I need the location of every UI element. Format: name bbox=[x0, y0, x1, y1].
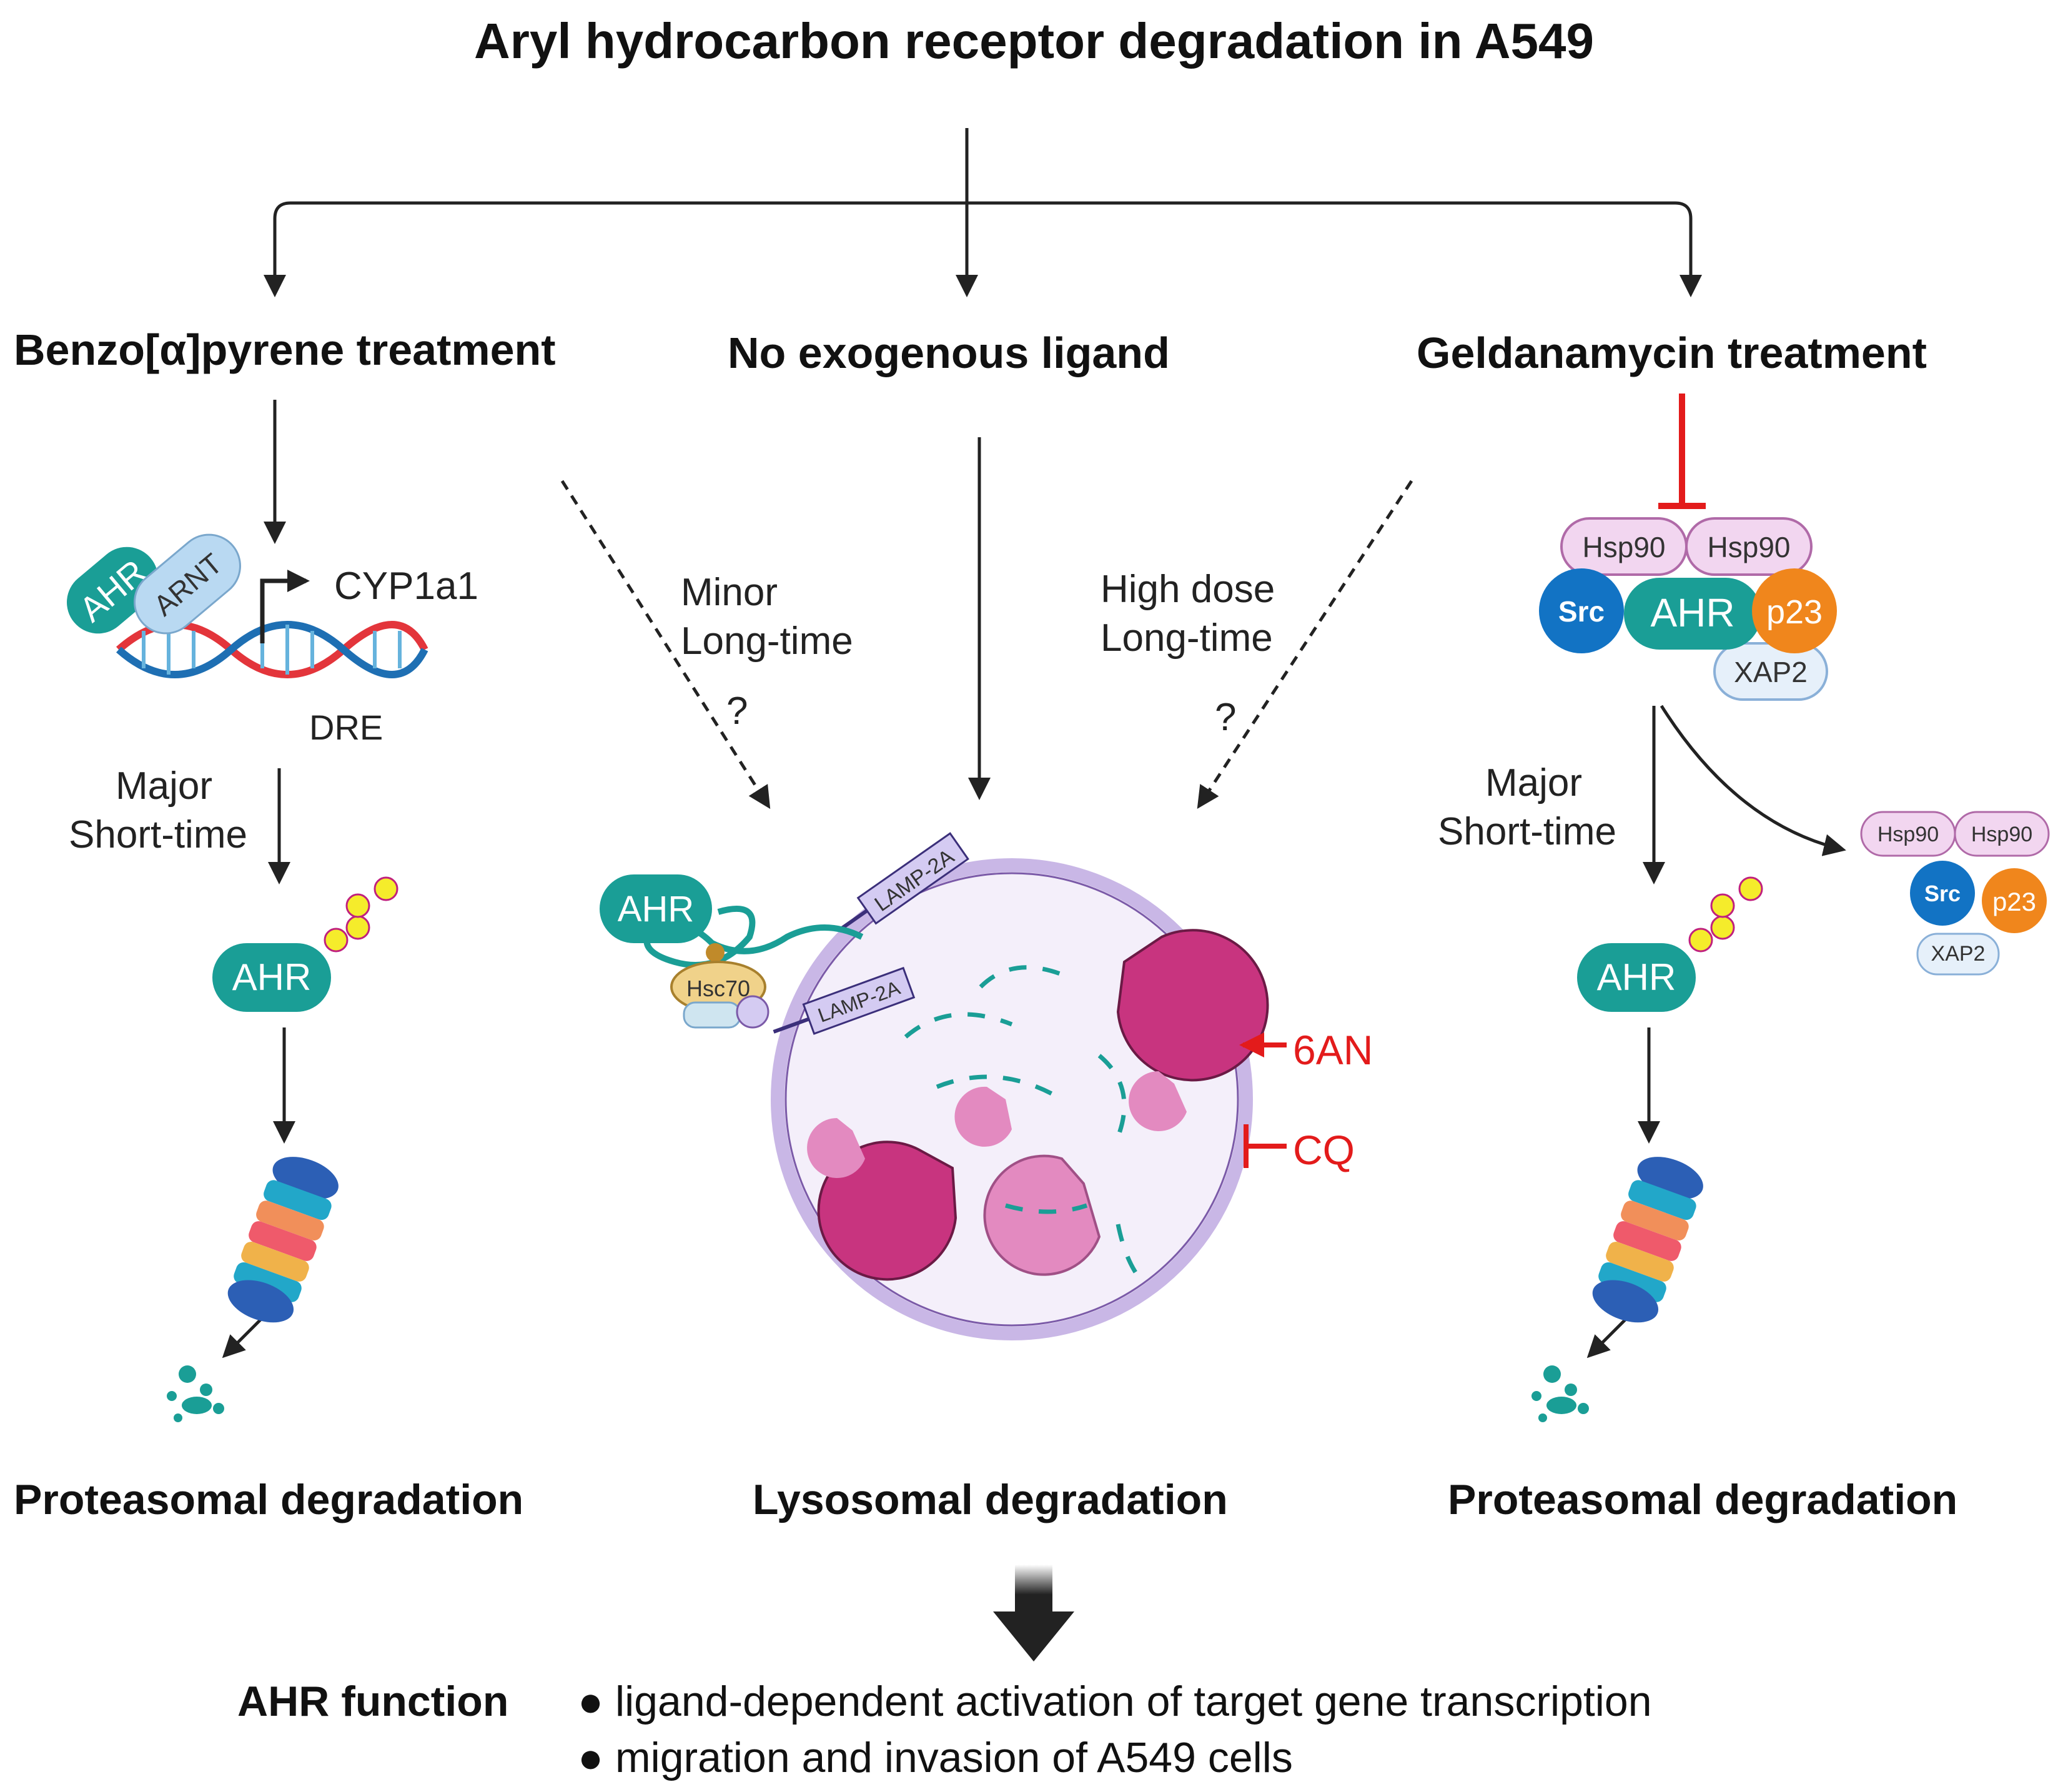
gene-label: CYP1a1 bbox=[334, 565, 478, 608]
lysosome bbox=[771, 858, 1253, 1340]
function-item-2: ● migration and invasion of A549 cells bbox=[578, 1734, 1293, 1781]
svg-text:AHR: AHR bbox=[1597, 956, 1676, 998]
svg-text:p23: p23 bbox=[1766, 593, 1823, 631]
svg-text:p23: p23 bbox=[1992, 887, 2036, 916]
svg-text:Hsc70: Hsc70 bbox=[686, 976, 750, 1001]
right-proteasome bbox=[1592, 1157, 1703, 1323]
ahr-hsc70-complex: AHR Hsc70 bbox=[600, 874, 864, 1029]
svg-text:Hsp90: Hsp90 bbox=[1708, 531, 1791, 563]
geldanamycin-inhibition bbox=[1658, 394, 1706, 509]
lysosomal-enzymes bbox=[807, 929, 1269, 1281]
diagram-title: Aryl hydrocarbon receptor degradation in… bbox=[473, 13, 1594, 69]
function-arrow bbox=[993, 1565, 1074, 1661]
svg-text:Hsp90: Hsp90 bbox=[1583, 531, 1666, 563]
transcription-start-arrow bbox=[260, 570, 310, 643]
svg-text:Hsp90: Hsp90 bbox=[1971, 823, 2032, 846]
high-dose-label: High dose bbox=[1101, 568, 1275, 611]
right-outcome: Proteasomal degradation bbox=[1448, 1476, 1958, 1523]
svg-text:AHR: AHR bbox=[618, 889, 694, 929]
left-branch-heading: Benzo[α]pyrene treatment bbox=[14, 325, 556, 374]
ahr-protein-dna: AHR bbox=[67, 547, 158, 634]
svg-text:XAP2: XAP2 bbox=[1734, 656, 1808, 688]
right-ubiquitin-ahr: AHR bbox=[1577, 876, 1763, 1012]
released-chaperones: Hsp90 Hsp90 Src p23 XAP2 bbox=[1860, 811, 2050, 976]
function-item-1: ● ligand-dependent activation of target … bbox=[578, 1678, 1652, 1725]
activator-label: 6AN bbox=[1293, 1027, 1373, 1073]
svg-text:XAP2: XAP2 bbox=[1931, 942, 1986, 966]
svg-text:Src: Src bbox=[1924, 881, 1961, 906]
svg-text:LAMP-2A: LAMP-2A bbox=[871, 844, 959, 916]
left-rate-line1: Major bbox=[116, 765, 213, 808]
inhibitor-cq-bar bbox=[1244, 1124, 1287, 1168]
left-outcome: Proteasomal degradation bbox=[14, 1476, 524, 1523]
minor-time-label: Long-time bbox=[681, 620, 853, 663]
dna-helix bbox=[116, 621, 428, 678]
minor-question: ? bbox=[726, 690, 748, 733]
dre-label: DRE bbox=[309, 708, 383, 747]
center-branch-heading: No exogenous ligand bbox=[728, 329, 1170, 377]
high-dose-question: ? bbox=[1215, 696, 1237, 739]
center-outcome: Lysosomal degradation bbox=[753, 1476, 1228, 1523]
svg-text:Src: Src bbox=[1558, 595, 1605, 628]
svg-text:Hsp90: Hsp90 bbox=[1878, 823, 1939, 846]
left-ubiquitin-ahr: AHR bbox=[212, 876, 398, 1012]
minor-label: Minor bbox=[681, 571, 778, 614]
svg-text:AHR: AHR bbox=[232, 956, 312, 998]
left-peptide-fragments bbox=[167, 1365, 224, 1422]
left-proteasome bbox=[227, 1157, 339, 1323]
right-rate-line2: Short-time bbox=[1438, 810, 1616, 853]
svg-text:LAMP-2A: LAMP-2A bbox=[815, 976, 904, 1027]
right-column-arrows bbox=[1586, 705, 1846, 1359]
left-column-arrows bbox=[222, 400, 295, 1359]
peptide-fragments bbox=[904, 965, 1139, 1275]
lamp2a-receptors: LAMP-2A LAMP-2A bbox=[773, 832, 969, 1035]
svg-text:AHR: AHR bbox=[72, 552, 154, 629]
left-rate-line2: Short-time bbox=[69, 813, 247, 856]
blocker-label: CQ bbox=[1293, 1127, 1355, 1173]
right-peptide-fragments bbox=[1531, 1365, 1589, 1422]
arnt-protein: ARNT bbox=[134, 533, 241, 635]
high-dose-time-label: Long-time bbox=[1101, 616, 1273, 660]
function-label: AHR function bbox=[237, 1678, 509, 1725]
top-splitter-arrows bbox=[264, 128, 1702, 297]
svg-text:ARNT: ARNT bbox=[147, 547, 228, 622]
right-rate-line1: Major bbox=[1485, 761, 1583, 804]
right-branch-heading: Geldanamycin treatment bbox=[1417, 329, 1927, 377]
svg-text:AHR: AHR bbox=[1650, 590, 1734, 635]
hsp90-chaperone-complex: Hsp90 Hsp90 XAP2 Src AHR p23 bbox=[1539, 517, 1837, 701]
